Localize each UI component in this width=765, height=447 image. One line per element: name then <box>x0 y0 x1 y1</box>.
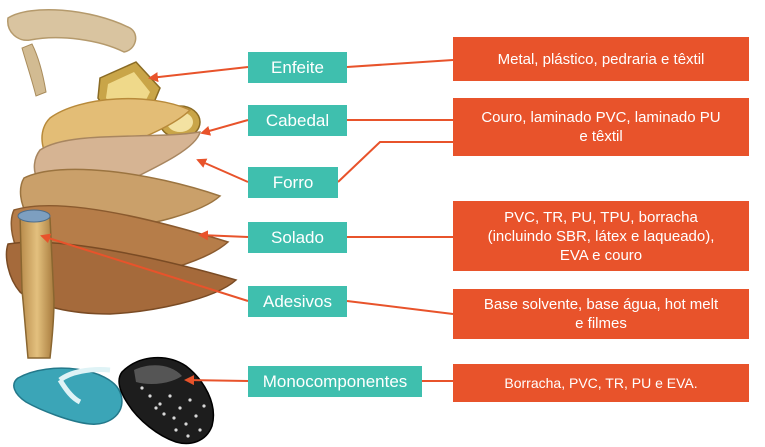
connector-enfeite <box>346 59 454 68</box>
label-enfeite: Enfeite <box>248 52 347 83</box>
arrow-enfeite <box>148 66 249 83</box>
label-solado: Solado <box>248 222 347 253</box>
materials-monocomponentes: Borracha, PVC, TR, PU e EVA. <box>453 364 749 402</box>
arrow-solado <box>198 230 249 241</box>
material-line: Couro, laminado PVC, laminado PU <box>481 109 721 126</box>
material-line: (incluindo SBR, látex e laqueado), <box>487 227 715 245</box>
label-adesivos: Adesivos <box>248 286 347 317</box>
exploded-high-heel-sandal <box>5 8 238 359</box>
materials-cabedal: Couro, laminado PVC, laminado PU e têxti… <box>453 98 749 156</box>
studded-black-flat-shoe <box>118 356 215 445</box>
materials-solado: PVC, TR, PU, TPU, borracha (incluindo SB… <box>453 201 749 271</box>
material-line: PVC, TR, PU, TPU, borracha <box>504 208 698 226</box>
connector-forro <box>337 141 453 183</box>
label-monocomponentes: Monocomponentes <box>248 366 422 397</box>
material-line: Borracha, PVC, TR, PU e EVA. <box>504 374 698 391</box>
materials-adesivos: Base solvente, base água, hot melt e fil… <box>453 289 749 339</box>
flip-flop-sandal <box>13 367 123 425</box>
material-line: e filmes <box>575 315 627 332</box>
label-forro: Forro <box>248 167 338 198</box>
material-line: e têxtil <box>579 128 623 145</box>
arrow-adesivos <box>40 233 249 302</box>
arrow-forro <box>196 158 249 183</box>
arrow-monocomponentes <box>184 375 249 386</box>
materials-enfeite: Metal, plástico, pedraria e têxtil <box>453 37 749 81</box>
connector-adesivos <box>346 300 454 315</box>
material-line: Base solvente, base água, hot melt <box>483 296 719 313</box>
material-line: EVA e couro <box>559 246 643 264</box>
label-cabedal: Cabedal <box>248 105 347 136</box>
material-line: Metal, plástico, pedraria e têxtil <box>497 50 705 68</box>
arrow-cabedal <box>200 119 249 136</box>
